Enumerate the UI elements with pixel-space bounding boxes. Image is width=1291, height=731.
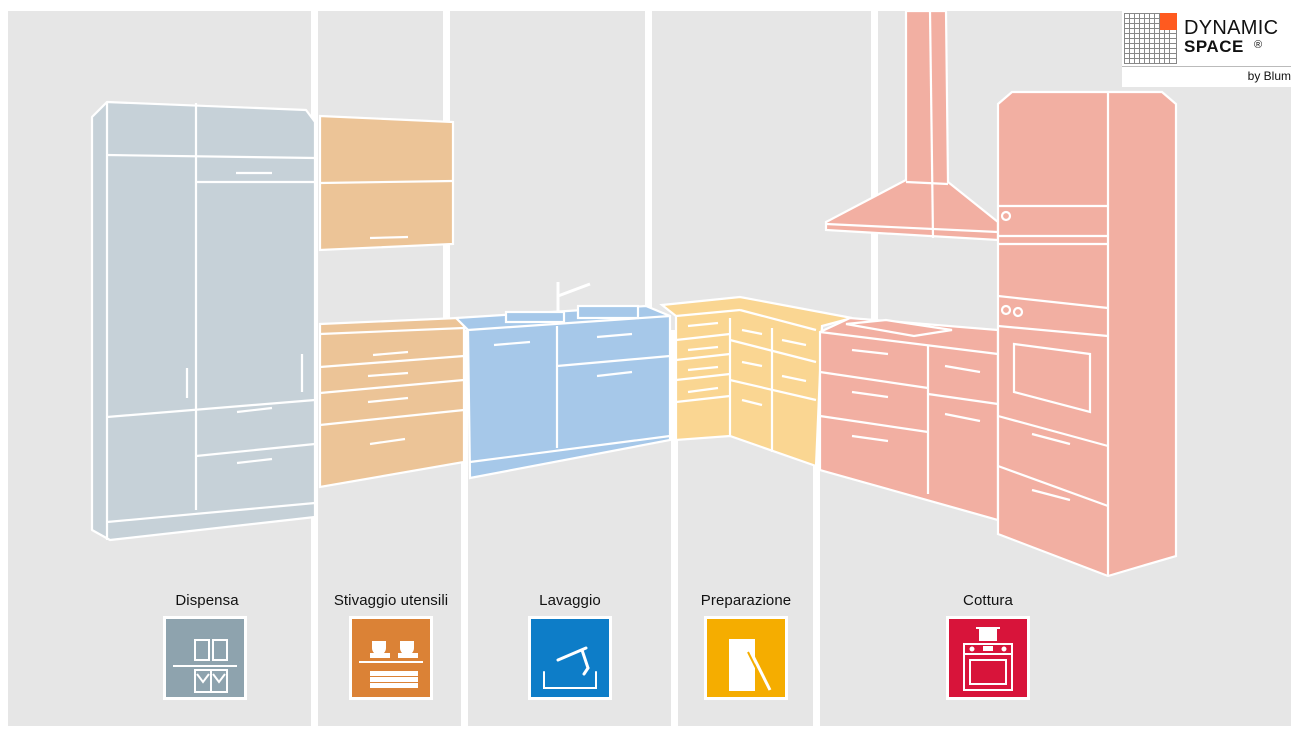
zone-label-preparazione: Preparazione <box>700 592 792 609</box>
storage-wall-cabinet <box>318 114 455 252</box>
cutting-board-icon[interactable] <box>704 616 788 700</box>
pantry-icon[interactable] <box>163 616 247 700</box>
logo-line-1: DYNAMIC <box>1184 17 1279 39</box>
logo-registered-mark: ® <box>1254 39 1263 51</box>
pantry-cabinet <box>90 100 317 542</box>
sink-cabinet <box>453 282 672 480</box>
zone-label-dispensa: Dispensa <box>175 592 239 609</box>
logo-grid-icon <box>1124 13 1177 64</box>
faucet-icon[interactable] <box>528 616 612 700</box>
logo-line-2: SPACE <box>1184 37 1244 56</box>
cooking-base-cabinet <box>818 316 1000 522</box>
oven-tall-cabinet <box>996 90 1178 578</box>
logo-byline: by Blum <box>1247 69 1291 83</box>
zone-label-cottura: Cottura <box>963 592 1013 609</box>
zone-label-stivaggio: Stivaggio utensili <box>333 592 449 609</box>
dynamic-space-logo: DYNAMIC SPACE ® by Blum <box>1122 11 1291 87</box>
zone-label-lavaggio: Lavaggio <box>539 592 601 609</box>
logo-divider <box>1122 66 1291 67</box>
storage-base-cabinet <box>318 316 466 489</box>
dishes-icon[interactable] <box>349 616 433 700</box>
stove-icon[interactable] <box>946 616 1030 700</box>
prep-corner-cabinet <box>659 295 853 468</box>
